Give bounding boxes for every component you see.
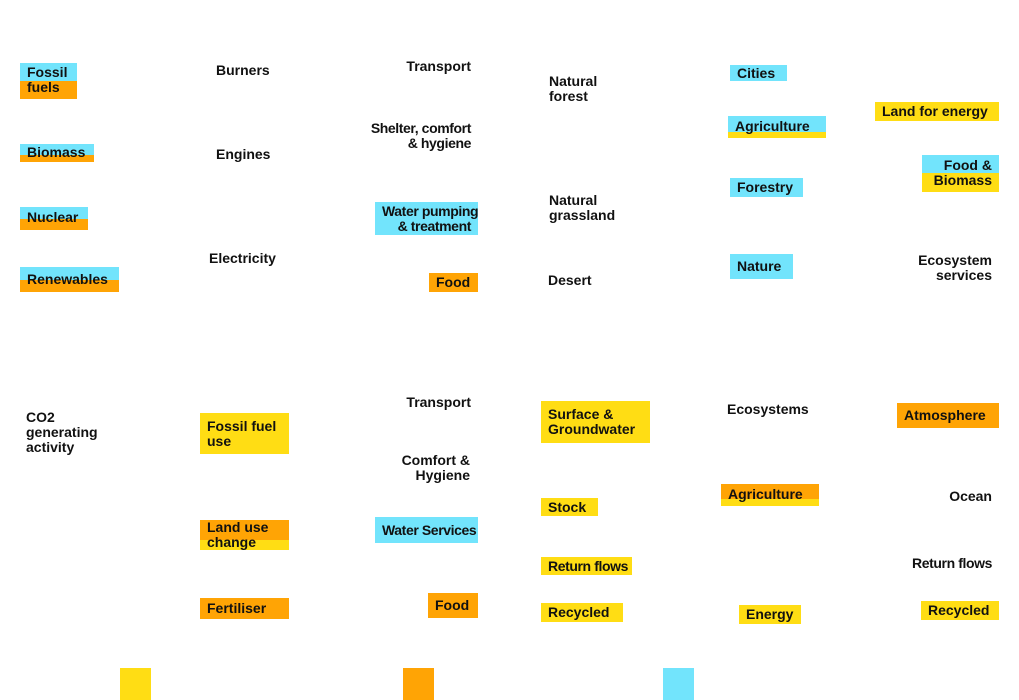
return-flows-water-tag: Return flows (541, 557, 632, 575)
engines-label: Engines (216, 146, 271, 162)
ocean-label: Ocean (949, 488, 992, 504)
desert-label: Desert (548, 272, 592, 288)
nuclear-tag: Nuclear (20, 207, 88, 230)
biomass-tag: Biomass (20, 144, 94, 162)
forestry-tag: Forestry (730, 178, 803, 197)
surface-groundwater-tag: Surface & Groundwater (541, 401, 650, 443)
energy-tag: Energy (739, 605, 801, 624)
cities-label: Cities (737, 65, 776, 81)
return-flows-water-label: Return flows (548, 558, 628, 574)
shelter-comfort-hygiene-label: Shelter, comfort & hygiene (370, 120, 472, 151)
co2-generating-activity-label: CO2 generating activity (26, 409, 98, 455)
food-biomass-label: Food & Biomass (933, 157, 992, 188)
natural-grassland-label: Natural grassland (549, 192, 616, 223)
comfort-hygiene-label: Comfort & Hygiene (401, 452, 470, 483)
food-bottom-tag: Food (428, 593, 478, 618)
food-biomass-tag: Food & Biomass (922, 155, 999, 192)
fertiliser-label: Fertiliser (207, 600, 267, 616)
land-for-energy-label: Land for energy (882, 103, 988, 119)
ecosystem-services-label: Ecosystem services (918, 252, 992, 283)
transport-label: Transport (406, 58, 471, 74)
food-tag: Food (429, 273, 478, 292)
fossil-fuel-use-label: Fossil fuel use (207, 418, 277, 449)
atmosphere-label: Atmosphere (904, 407, 986, 423)
transport-bottom-label: Transport (406, 394, 471, 410)
nuclear-label: Nuclear (27, 209, 79, 225)
burners-label: Burners (216, 62, 270, 78)
recycled-water-tag: Recycled (541, 603, 623, 622)
land-for-energy-tag: Land for energy (875, 102, 999, 121)
recycled-sink-tag: Recycled (921, 601, 999, 620)
energy-label: Energy (746, 606, 794, 622)
ecosystems-label: Ecosystems (727, 401, 809, 417)
water-pumping-label: Water pumping & treatment (382, 203, 478, 234)
food-label: Food (436, 274, 471, 290)
fossil-fuels-tag: Fossil fuels (20, 63, 77, 99)
fossil-fuels-label: Fossil fuels (27, 64, 68, 95)
agriculture-bottom-label: Agriculture (728, 486, 803, 502)
agriculture-top-label: Agriculture (735, 118, 810, 134)
water-services-label: Water Services (382, 522, 477, 538)
renewables-tag: Renewables (20, 267, 119, 292)
renewables-label: Renewables (27, 271, 108, 287)
recycled-sink-label: Recycled (928, 602, 990, 618)
surface-groundwater-label: Surface & Groundwater (548, 406, 636, 437)
food-bottom-label: Food (435, 597, 470, 613)
fertiliser-tag: Fertiliser (200, 598, 289, 619)
water-services-tag: Water Services (375, 517, 478, 543)
orange-swatch (403, 668, 434, 700)
electricity-label: Electricity (209, 250, 276, 266)
cyan-swatch (663, 668, 694, 700)
forestry-label: Forestry (737, 179, 794, 195)
agriculture-top-tag: Agriculture (728, 116, 826, 138)
nature-tag: Nature (730, 254, 793, 279)
water-pumping-tag: Water pumping & treatment (375, 202, 478, 235)
nature-label: Nature (737, 258, 782, 274)
biomass-label: Biomass (27, 144, 86, 160)
return-flows-sink-label: Return flows (912, 555, 992, 571)
land-use-change-label: Land use change (207, 520, 269, 550)
stock-label: Stock (548, 499, 587, 515)
stock-tag: Stock (541, 498, 598, 516)
cities-tag: Cities (730, 65, 787, 81)
fossil-fuel-use-tag: Fossil fuel use (200, 413, 289, 454)
yellow-swatch (120, 668, 151, 700)
atmosphere-tag: Atmosphere (897, 403, 999, 428)
agriculture-bottom-tag: Agriculture (721, 484, 819, 506)
natural-forest-label: Natural forest (549, 73, 598, 104)
land-use-change-tag: Land use change (200, 520, 289, 550)
recycled-water-label: Recycled (548, 604, 610, 620)
